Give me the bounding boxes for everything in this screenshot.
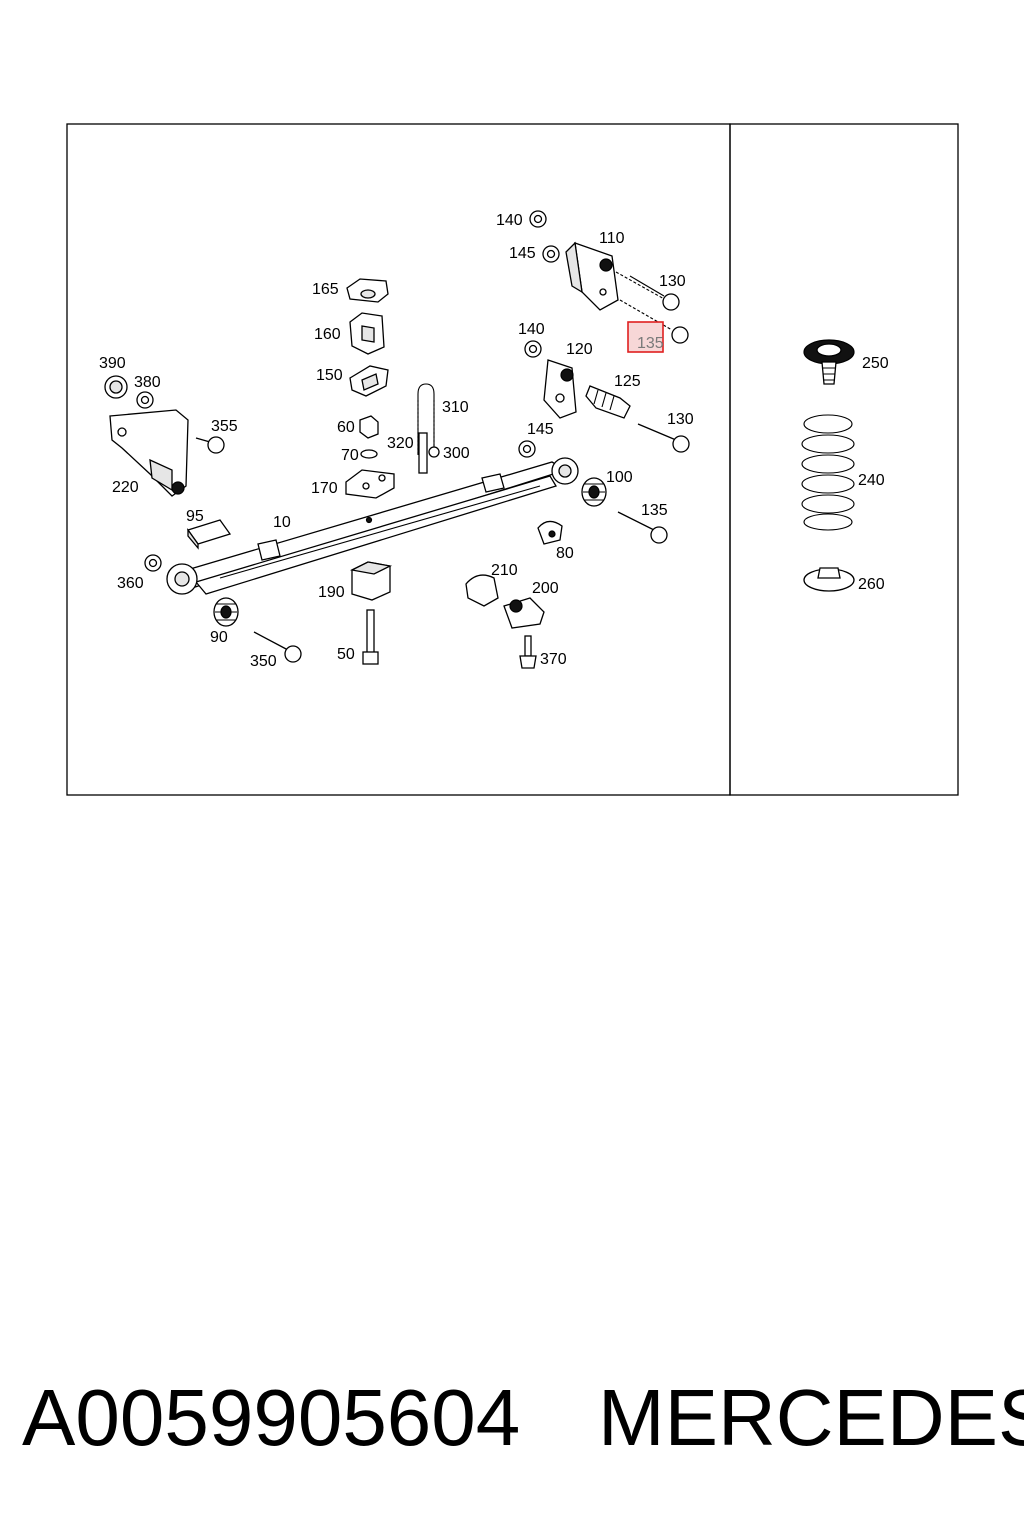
callout-label: 165 [312,281,339,298]
washer-140-drawing [529,210,547,228]
callout-label: 350 [250,653,277,670]
nut-60-drawing [359,415,379,439]
part-number: A0059905604 [22,1373,521,1462]
bolt-135-lower-drawing [617,511,668,544]
callout-label: 320 [387,435,414,452]
bump-cap-250-drawing [803,339,855,385]
callout-label: 100 [606,469,633,486]
callout-label: 170 [311,480,338,497]
callout-label: 200 [532,580,559,597]
bolt-130-top-drawing [615,271,680,311]
nut-300-drawing [428,446,440,458]
callout-label: 50 [337,646,355,663]
side-panel-frame [729,123,959,796]
bump-stop-165-drawing [346,278,389,303]
callout-label: 70 [341,447,359,464]
callout-labels: 140 110 145 130 165 135 160 140 120 390 … [99,212,889,670]
callout-label: 140 [496,212,523,229]
washer-70-drawing [360,449,378,459]
callout-label: 310 [442,399,469,416]
callout-label: 145 [509,245,536,262]
bolt-50-drawing [362,609,379,665]
side-callout-label: 240 [858,472,885,489]
callout-label: 380 [134,374,161,391]
highlight-box [627,321,664,353]
bracket-200-drawing [503,597,545,629]
washer-380-drawing [136,391,154,409]
side-callout-label: 250 [862,355,889,372]
bolt-355-drawing [195,436,225,454]
callout-label: 160 [314,326,341,343]
spring-plate-170-drawing [345,469,395,499]
brand-name: MERCEDES [598,1373,1024,1462]
side-callout-label: 260 [858,576,885,593]
exploded-parts-diagram: 140 110 145 130 165 135 160 140 120 390 … [66,123,959,796]
callout-label: 140 [518,321,545,338]
washer-360-drawing [144,554,162,572]
callout-label: 370 [540,651,567,668]
callout-label: 60 [337,419,355,436]
callout-label: 355 [211,418,238,435]
callout-label: 125 [614,373,641,390]
shackle-bracket-120-drawing [543,359,577,419]
callout-label: 190 [318,584,345,601]
u-bolt-310-drawing [417,383,435,455]
bump-stop-150-drawing [349,365,389,397]
caption-bar: A0059905604 MERCEDES [0,1370,1024,1470]
callout-label: 110 [599,230,625,247]
callout-label: 10 [273,514,291,531]
bump-stop-160-drawing [349,312,385,355]
washer-140-mid-drawing [524,340,542,358]
bolt-370-drawing [519,635,537,669]
callout-label: 130 [659,273,686,290]
callout-label: 130 [667,411,694,428]
callout-label: 135 [641,502,668,519]
callout-label: 210 [491,562,518,579]
hanger-bracket-drawing [565,241,619,311]
washer-145-mid-drawing [518,440,536,458]
callout-label: 150 [316,367,343,384]
spring-seat-260-drawing [803,567,855,592]
bolt-130-mid-drawing [637,423,690,453]
cap-210-drawing [465,574,499,607]
bushing-90-drawing [213,597,239,627]
callout-label: 360 [117,575,144,592]
pad-95-drawing [186,519,232,550]
front-bracket-220-drawing [109,409,189,497]
clamp-80-drawing [537,520,563,545]
shackle-pin-125-drawing [585,385,631,419]
callout-label: 220 [112,479,139,496]
callout-label: 80 [556,545,574,562]
coil-spring-240-drawing [801,414,855,531]
block-190-drawing [349,561,393,601]
callout-label: 95 [186,508,204,525]
bolt-350-drawing [253,631,302,663]
callout-label: 120 [566,341,593,358]
bushing-390-drawing [104,375,128,399]
callout-label: 145 [527,421,554,438]
callout-label: 390 [99,355,126,372]
leaf-spring-10-drawing [166,457,579,595]
callout-label: 300 [443,445,470,462]
stud-320-drawing [418,432,428,474]
callout-label-highlighted: 135 [637,335,664,352]
washer-145-drawing [542,245,560,263]
bushing-100-drawing [581,477,607,507]
callout-label: 90 [210,629,228,646]
